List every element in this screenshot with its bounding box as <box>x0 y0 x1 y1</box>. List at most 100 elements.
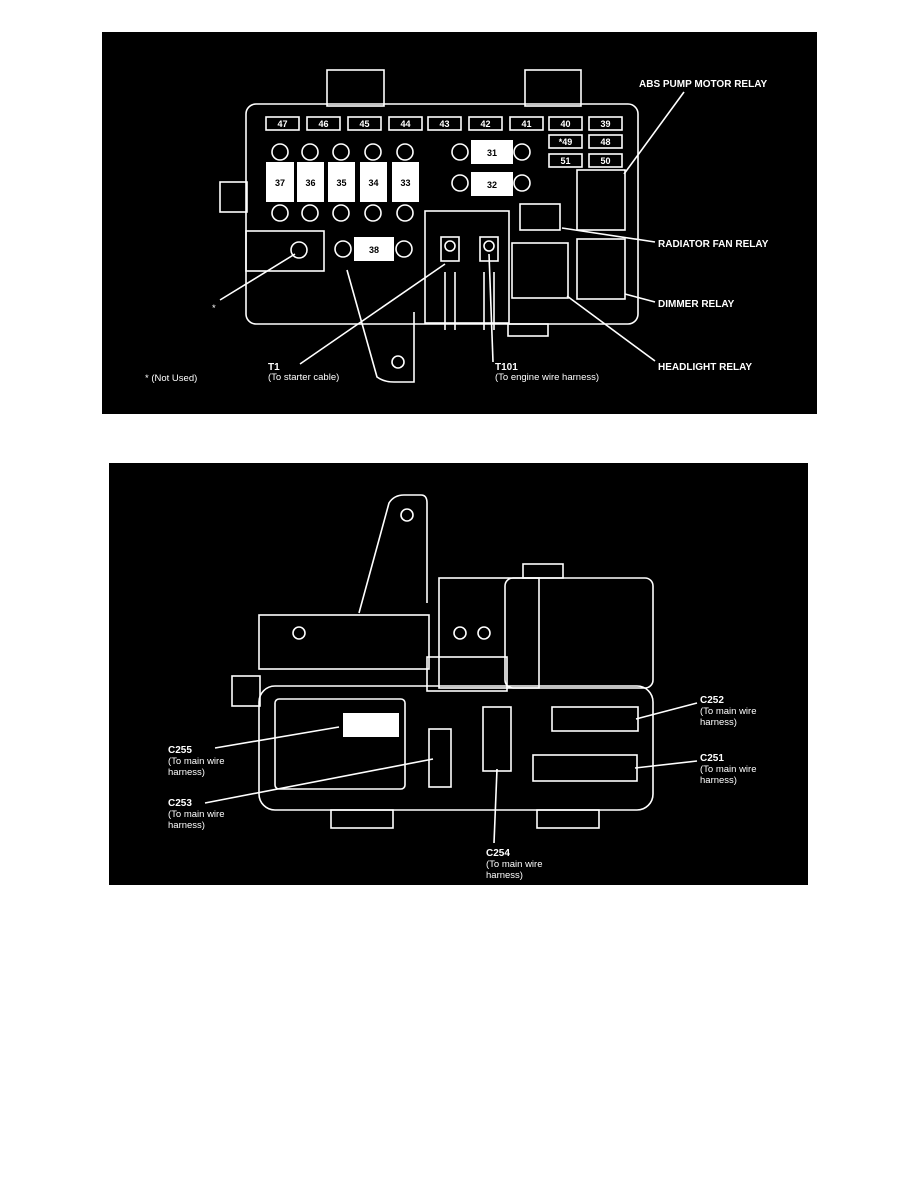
side-tab <box>231 675 261 707</box>
fuse-45 <box>347 116 382 131</box>
t1-terminal <box>440 236 460 262</box>
fuse-33 <box>392 162 419 202</box>
fuse-label-44: 44 <box>400 119 410 129</box>
dimmer-leader <box>624 293 656 303</box>
asterisk-label: * <box>212 303 216 314</box>
bracket <box>358 494 428 614</box>
c255-description: (To main wire <box>168 756 225 767</box>
fuse-37 <box>266 162 294 202</box>
fuse-48 <box>588 134 623 149</box>
main-housing <box>258 685 654 811</box>
c254-description-2: harness) <box>486 870 523 881</box>
fuse-40 <box>548 116 583 131</box>
mount-tab <box>524 69 582 107</box>
fuse-box-housing <box>245 103 639 325</box>
c254-leader <box>493 768 498 844</box>
c252-leader <box>635 702 698 720</box>
fuse-label-42: 42 <box>480 119 490 129</box>
c252-description: (To main wire <box>700 706 757 717</box>
fuse-label-35: 35 <box>336 178 346 188</box>
fuse-label-37: 37 <box>275 178 285 188</box>
c251-description: (To main wire <box>700 764 757 775</box>
fuse-label-51: 51 <box>560 156 570 166</box>
headlight-relay-label: HEADLIGHT RELAY <box>658 362 752 373</box>
fuse-label-38: 38 <box>369 245 379 255</box>
fuse-label-41: 41 <box>521 119 531 129</box>
fuse-label-32: 32 <box>487 180 497 190</box>
c253-leader <box>204 758 434 804</box>
fuse-44 <box>388 116 423 131</box>
bottom-tab <box>507 323 549 337</box>
fuse-42 <box>468 116 503 131</box>
upper-block-mid <box>438 577 540 689</box>
headlight-leader <box>566 295 656 362</box>
bottom-tab-right <box>536 809 600 829</box>
fuse-43 <box>427 116 462 131</box>
fuse-51 <box>548 153 583 168</box>
c251-label: C251 <box>700 753 724 764</box>
t101-label: T101 <box>495 362 518 373</box>
unused-slot <box>245 230 325 272</box>
fuse-label-40: 40 <box>560 119 570 129</box>
c252-description-2: harness) <box>700 717 737 728</box>
fuse-label-36: 36 <box>305 178 315 188</box>
fuse-38 <box>354 237 394 261</box>
bracket <box>346 269 415 383</box>
top-tab <box>522 563 564 579</box>
fuse-31 <box>471 140 513 164</box>
t1-description: (To starter cable) <box>268 372 339 383</box>
dimmer-relay <box>576 238 626 300</box>
side-tab <box>219 181 248 213</box>
c251-leader <box>634 760 698 769</box>
fuse-32 <box>471 172 513 196</box>
fuse-box-bottom-svg: C252 (To main wire harness) C251 (To mai… <box>168 494 757 881</box>
dimmer-relay-label: DIMMER RELAY <box>658 299 735 310</box>
fuse-box-top-view: 47 46 45 44 43 42 41 40 39 *49 48 51 50 <box>102 32 817 414</box>
c252-label: C252 <box>700 695 724 706</box>
mount-tab <box>326 69 385 107</box>
c255-description-2: harness) <box>168 767 205 778</box>
abs-pump-motor-relay <box>576 169 626 231</box>
fuse-box-top-svg: 47 46 45 44 43 42 41 40 39 *49 48 51 50 <box>145 69 769 384</box>
fuse-label-33: 33 <box>400 178 410 188</box>
connector-c255 <box>343 713 399 737</box>
c254-label: C254 <box>486 848 510 859</box>
connector-c251 <box>532 754 638 782</box>
fuse-36 <box>297 162 324 202</box>
radiator-fan-relay-label: RADIATOR FAN RELAY <box>658 239 769 250</box>
fuse-50 <box>588 153 623 168</box>
t1-label: T1 <box>268 362 280 373</box>
not-used-note: * (Not Used) <box>145 373 197 384</box>
connector-c253 <box>428 728 452 788</box>
fuse-39 <box>588 116 623 131</box>
fuse-row: 47 46 45 44 43 42 41 40 39 <box>265 116 623 131</box>
bracket-hole <box>391 355 405 369</box>
fuse-41 <box>509 116 544 131</box>
upper-block-left <box>258 614 430 670</box>
c251-description-2: harness) <box>700 775 737 786</box>
fuse-label-39: 39 <box>600 119 610 129</box>
fuse-label-45: 45 <box>359 119 369 129</box>
upper-block-right <box>504 577 654 689</box>
fuse-label-47: 47 <box>277 119 287 129</box>
fuse-label-43: 43 <box>439 119 449 129</box>
fuse-34 <box>360 162 387 202</box>
fuse-label-34: 34 <box>368 178 378 188</box>
fuse-46 <box>306 116 341 131</box>
fuse-label-49: *49 <box>559 137 573 147</box>
headlight-relay <box>511 242 569 299</box>
c253-description-2: harness) <box>168 820 205 831</box>
radiator-fan-relay <box>519 203 561 231</box>
c253-description: (To main wire <box>168 809 225 820</box>
fuse-49 <box>548 134 583 149</box>
bracket-hole <box>400 508 414 522</box>
c255-label: C255 <box>168 745 192 756</box>
fuse-label-48: 48 <box>600 137 610 147</box>
fuse-label-50: 50 <box>600 156 610 166</box>
asterisk-leader <box>219 253 296 301</box>
connector-c254 <box>482 706 512 772</box>
fuse-label-46: 46 <box>318 119 328 129</box>
unused-terminal <box>290 241 308 259</box>
connector-c252 <box>551 706 639 732</box>
fuse-47 <box>265 116 300 131</box>
